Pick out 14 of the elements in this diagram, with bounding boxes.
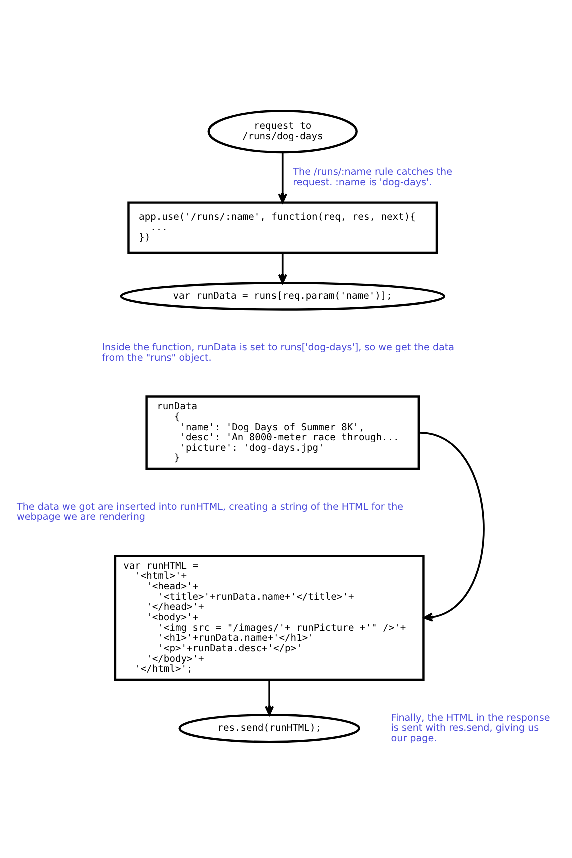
arrow xyxy=(278,152,288,204)
node-ellipse: var runData = runs[req.param('name')]; xyxy=(120,282,446,311)
node-box: runData { 'name': 'Dog Days of Summer 8K', 'desc': 'An 8000-meter race through... 'picture': 'dog-days.jpg' } xyxy=(146,396,420,470)
node-ellipse: request to /runs/dog-days xyxy=(208,110,358,154)
arrow xyxy=(420,432,485,622)
node-label: Finally, the HTML in the response is sent with res.send, giving us our page. xyxy=(391,712,550,744)
arrow xyxy=(278,253,288,284)
label: Inside the function, runData is set to runs['dog-days'], so we get the data from the "runs" object. xyxy=(102,342,455,364)
node-ellipse: res.send(runHTML); xyxy=(178,714,360,744)
arrow xyxy=(265,680,274,716)
node-box: var runHTML = '<html>'+ '<head>'+ '<title>'+runData.name+'</title>'+ '</head>'+ '<body>'+ '<img src = "/images/'+ runPicture +'" />'+ '<h1>'+runData.name+'</h1>' '<p>'+runData.desc+'</p>' '</body>'+ '</html>'; xyxy=(114,554,425,682)
edge-label: The /runs/:name rule catches the request. :name is 'dog-days'. xyxy=(293,167,453,188)
label: The data we got are inserted into runHTML, creating a string of the HTML for the webpage we are rendering xyxy=(17,502,404,524)
node-box: app.use('/runs/:name', function(req, res, next){ ... }) xyxy=(128,202,438,254)
